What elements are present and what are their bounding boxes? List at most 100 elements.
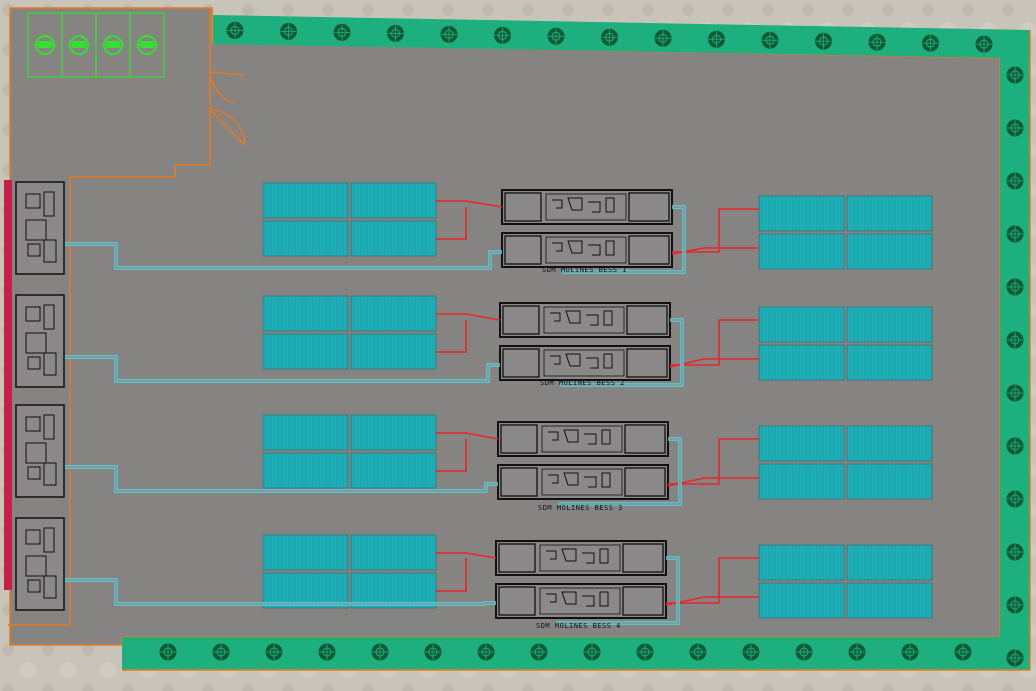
pv-panel	[846, 233, 933, 270]
pv-array	[758, 425, 933, 500]
ev-car-icon	[135, 35, 159, 55]
pv-array	[262, 182, 437, 257]
tree-symbol-icon	[1006, 384, 1024, 402]
pv-panel	[262, 333, 349, 370]
battery-container	[497, 464, 669, 500]
access-road-outline	[8, 10, 211, 626]
ac-cable	[558, 438, 681, 505]
tree-symbol-icon	[530, 643, 548, 661]
red-strip	[4, 180, 12, 590]
battery-container	[501, 189, 673, 225]
dc-cable	[436, 313, 501, 321]
pv-panel	[846, 344, 933, 381]
pv-panel	[758, 233, 845, 270]
pv-array	[262, 414, 437, 489]
tree-symbol-icon	[387, 24, 404, 42]
tree-symbol-icon	[226, 21, 244, 39]
pv-panel	[758, 195, 845, 232]
ev-parking-area	[27, 12, 165, 78]
pv-panel	[262, 572, 349, 609]
pv-panel	[758, 544, 845, 581]
dc-cable	[436, 200, 503, 208]
pv-panel	[262, 534, 349, 571]
tree-symbol-icon	[1006, 119, 1024, 137]
battery-container	[501, 232, 673, 268]
pv-array	[262, 295, 437, 370]
pv-panel	[758, 306, 845, 343]
pv-panel	[350, 414, 437, 451]
tree-symbol-icon	[954, 643, 972, 661]
tree-symbol-icon	[795, 643, 813, 661]
shrub-row	[159, 21, 1024, 667]
parking-space	[129, 12, 165, 78]
tree-symbol-icon	[868, 33, 886, 51]
tree-symbol-icon	[742, 643, 760, 661]
power-station	[15, 294, 65, 388]
tree-symbol-icon	[1006, 490, 1024, 508]
pv-panel	[846, 195, 933, 232]
bess-block-label: SDM MOLINES BESS 3	[538, 504, 623, 512]
ac-cable	[60, 579, 496, 605]
tree-symbol-icon	[654, 29, 672, 47]
pv-array	[262, 534, 437, 609]
pv-array	[758, 544, 933, 619]
bess-block-label: SDM MOLINES BESS 1	[542, 266, 627, 274]
pv-panel	[846, 425, 933, 462]
tree-symbol-icon	[689, 643, 707, 661]
bess-block-label: SDM MOLINES BESS 4	[536, 622, 621, 630]
dc-cable	[436, 207, 467, 240]
tree-symbol-icon	[975, 35, 993, 53]
tree-symbol-icon	[848, 643, 866, 661]
pv-panel	[350, 452, 437, 489]
pv-panel	[350, 220, 437, 257]
dc-cable	[672, 208, 759, 253]
pv-panel	[846, 582, 933, 619]
pv-panel	[262, 295, 349, 332]
tree-symbol-icon	[333, 23, 351, 41]
tree-symbol-icon	[761, 31, 779, 49]
battery-container	[495, 583, 667, 619]
dc-cable	[436, 552, 497, 559]
tree-symbol-icon	[601, 28, 618, 46]
tree-symbol-icon	[371, 643, 389, 661]
dc-cable	[436, 439, 467, 472]
tree-symbol-icon	[440, 25, 458, 43]
gate-swing-icon	[209, 71, 246, 146]
tree-symbol-icon	[583, 643, 601, 661]
tree-symbol-icon	[922, 34, 939, 52]
pv-panel	[846, 463, 933, 500]
pv-panel	[262, 182, 349, 219]
dc-cable	[436, 320, 467, 353]
tree-symbol-icon	[424, 643, 442, 661]
green-belt-right	[1000, 30, 1030, 670]
tree-symbol-icon	[1006, 278, 1024, 296]
pv-panel	[758, 582, 845, 619]
pv-panel	[262, 452, 349, 489]
tree-symbol-icon	[636, 643, 654, 661]
ac-cable	[560, 319, 683, 386]
power-station	[15, 181, 65, 275]
ev-car-icon	[33, 35, 57, 55]
pv-panel	[350, 295, 437, 332]
dc-cable	[670, 319, 759, 366]
tree-symbol-icon	[494, 26, 511, 44]
pv-panel	[846, 306, 933, 343]
tree-symbol-icon	[901, 643, 919, 661]
pv-panel	[350, 182, 437, 219]
pv-panel	[758, 344, 845, 381]
ac-cable	[60, 243, 502, 269]
power-station	[15, 517, 65, 611]
dc-cable	[436, 432, 499, 440]
ac-cable	[60, 356, 500, 382]
tree-symbol-icon	[212, 643, 230, 661]
pv-panel	[758, 463, 845, 500]
green-belt-top	[213, 15, 1030, 62]
tree-symbol-icon	[159, 643, 177, 661]
tree-symbol-icon	[1006, 437, 1024, 455]
pv-array	[758, 195, 933, 270]
pv-panel	[262, 414, 349, 451]
ev-car-icon	[67, 35, 91, 55]
power-station	[15, 404, 65, 498]
